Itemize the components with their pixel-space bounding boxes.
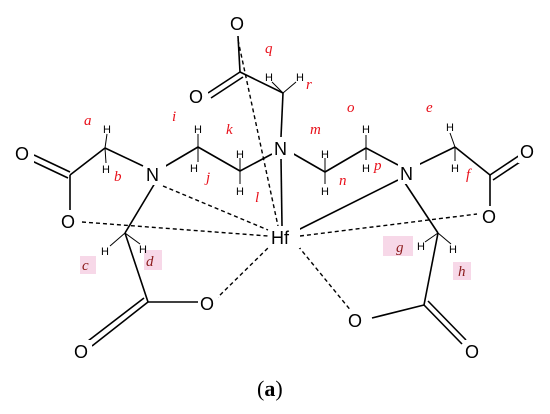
atom-O-left-bridge: O	[61, 212, 75, 232]
atom-O-lower-left: O	[74, 342, 88, 362]
solid-bonds	[31, 35, 524, 347]
label-l: l	[255, 190, 259, 206]
atom-O-upper-right: O	[520, 142, 534, 162]
h-j: H	[190, 163, 198, 175]
coordination-bonds	[81, 39, 478, 313]
label-c: c	[82, 258, 89, 274]
label-p: p	[373, 158, 382, 174]
h-k: H	[236, 149, 244, 161]
h-r: H	[296, 72, 304, 84]
label-j: j	[204, 170, 210, 186]
caption-open: (	[257, 376, 264, 401]
figure-caption: (a)	[257, 376, 283, 401]
h-e: H	[446, 122, 454, 134]
label-i: i	[172, 109, 176, 125]
atom-O-top-left: O	[189, 87, 203, 107]
highlight-g	[383, 236, 413, 256]
h-n: H	[321, 186, 329, 198]
highlight-h	[453, 262, 471, 280]
h-c: H	[101, 246, 109, 258]
atom-O-upper-left: O	[15, 144, 29, 164]
h-a1: H	[103, 124, 111, 136]
h-p: H	[362, 163, 370, 175]
label-k: k	[226, 122, 233, 138]
label-o: o	[347, 100, 355, 116]
proton-assignment-labels: a b c d e f g h i j k l m n o p q r	[82, 41, 472, 280]
atom-Hf: Hf	[271, 228, 290, 248]
h-q: H	[265, 72, 273, 84]
atom-O-lower-left-bridge: O	[200, 294, 214, 314]
h-l: H	[236, 186, 244, 198]
atom-N-left: N	[146, 165, 159, 185]
h-g: H	[417, 241, 425, 253]
atom-N-center: N	[274, 139, 287, 159]
h-i: H	[194, 124, 202, 136]
label-d: d	[146, 254, 154, 270]
atom-O-top: O	[230, 14, 244, 34]
label-e: e	[426, 100, 433, 116]
label-n: n	[339, 173, 347, 189]
ch-bonds	[104, 81, 456, 247]
label-f: f	[466, 167, 472, 183]
atom-N-right: N	[400, 164, 413, 184]
hydrogen-labels: H H H H H H H H H H H H H H H H H H	[101, 72, 459, 258]
svg-text:(a): (a)	[257, 376, 283, 401]
label-r: r	[306, 77, 312, 93]
h-d: H	[139, 244, 147, 256]
caption-letter: a	[264, 376, 275, 401]
h-m: H	[321, 149, 329, 161]
h-f: H	[451, 163, 459, 175]
h-a2: H	[102, 164, 110, 176]
caption-close: )	[275, 376, 282, 401]
h-o: H	[362, 124, 370, 136]
h-h: H	[449, 244, 457, 256]
label-m: m	[310, 122, 321, 138]
atom-labels: O O N O O O O N N O O O O Hf	[14, 12, 538, 362]
atom-O-right-bridge: O	[482, 207, 496, 227]
label-g: g	[396, 240, 404, 256]
label-a: a	[84, 113, 92, 129]
highlight-d	[144, 250, 162, 270]
highlight-c	[80, 256, 96, 274]
label-q: q	[265, 41, 273, 57]
atom-O-lower-right: O	[465, 342, 479, 362]
atom-O-lower-right-bridge: O	[348, 311, 362, 331]
label-b: b	[114, 169, 122, 185]
label-h: h	[458, 264, 466, 280]
